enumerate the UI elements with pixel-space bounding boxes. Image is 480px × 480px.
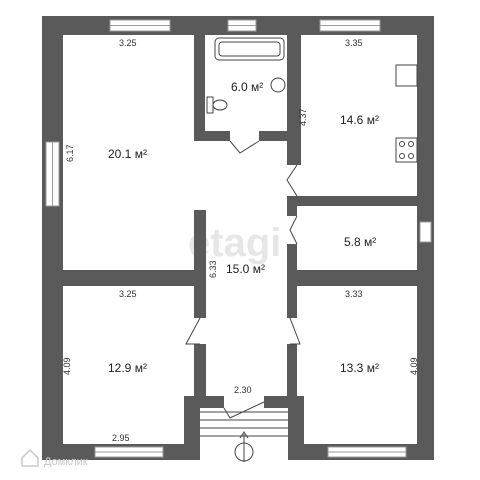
dim-hall-width: 2.30 [234,385,252,395]
door-bathroom [229,140,260,154]
doors [185,140,301,419]
dim-kitchen-width: 3.35 [345,38,363,48]
dim-bedroom-left-bottom: 2.95 [112,433,130,443]
interior-walls [63,35,417,396]
dim-living-height: 6.17 [65,144,75,162]
dim-bedroom-left-height: 4.09 [62,357,72,375]
hall-area: 15.0 м² [226,262,265,276]
toilet-tank [206,96,214,114]
bedroom-right-area: 13.3 м² [340,361,379,375]
logo: Домклик [21,448,88,468]
door-bedroom-right [289,317,301,345]
dim-kitchen-height: 4.37 [298,108,308,126]
door-small-room [289,215,298,245]
house-icon [21,448,39,467]
bedroom-left-area: 12.9 м² [108,361,147,375]
small-room-area: 5.8 м² [344,235,376,249]
bathroom-area: 6.0 м² [231,80,263,94]
dim-living-width: 3.25 [119,38,137,48]
kitchen-area: 14.6 м² [340,113,379,127]
dim-bedroom-right-width: 3.33 [345,289,363,299]
living-room-area: 20.1 м² [108,147,147,161]
bathroom-fixtures [206,37,286,114]
stove [395,137,418,163]
door-bedroom-left [185,317,201,345]
kitchen-fixtures [395,64,418,163]
entrance-steps [200,411,288,462]
dim-bedroom-left-width: 3.25 [119,289,137,299]
dim-hall-height: 6.33 [208,260,218,278]
door-entrance [223,401,265,419]
door-kitchen [286,164,298,197]
logo-text: Домклик [44,456,88,468]
windows [45,19,432,458]
kitchen-sink [395,64,418,87]
dim-bedroom-right-height: 4.09 [409,357,419,375]
toilet-bowl [212,99,228,111]
sink [270,77,286,93]
